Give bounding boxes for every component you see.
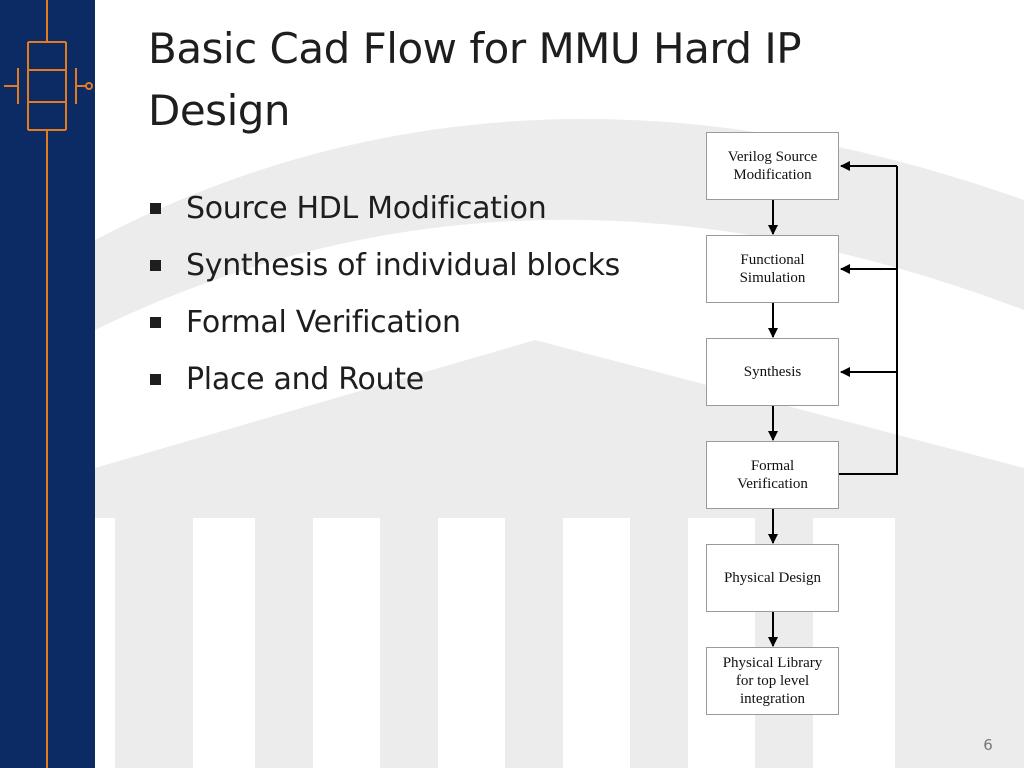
- bullet-text: Source HDL Modification: [186, 191, 547, 226]
- flow-step-physical-design: Physical Design: [706, 544, 839, 612]
- slide-title: Basic Cad Flow for MMU Hard IP Design: [148, 24, 802, 135]
- flow-step-physical-library: Physical Library for top level integrati…: [706, 647, 839, 715]
- bullet-text: Synthesis of individual blocks: [186, 248, 620, 283]
- bullet-item: Source HDL Modification: [148, 186, 620, 243]
- bullet-item: Place and Route: [148, 357, 620, 414]
- square-bullet-icon: [150, 317, 161, 328]
- flow-step-formal-verification: Formal Verification: [706, 441, 839, 509]
- sidebar-decoration: [0, 0, 95, 768]
- square-bullet-icon: [150, 260, 161, 271]
- bullet-item: Formal Verification: [148, 300, 620, 357]
- flow-step-functional-simulation: Functional Simulation: [706, 235, 839, 303]
- bullet-list: Source HDL Modification Synthesis of ind…: [148, 186, 620, 414]
- bullet-text: Place and Route: [186, 362, 424, 397]
- circuit-transistor-icon: [4, 0, 93, 768]
- page-number: 6: [983, 736, 993, 754]
- square-bullet-icon: [150, 374, 161, 385]
- square-bullet-icon: [150, 203, 161, 214]
- flow-step-verilog-source-modification: Verilog Source Modification: [706, 132, 839, 200]
- feedback-line: [839, 166, 898, 475]
- flow-step-synthesis: Synthesis: [706, 338, 839, 406]
- bullet-item: Synthesis of individual blocks: [148, 243, 620, 300]
- bullet-text: Formal Verification: [186, 305, 461, 340]
